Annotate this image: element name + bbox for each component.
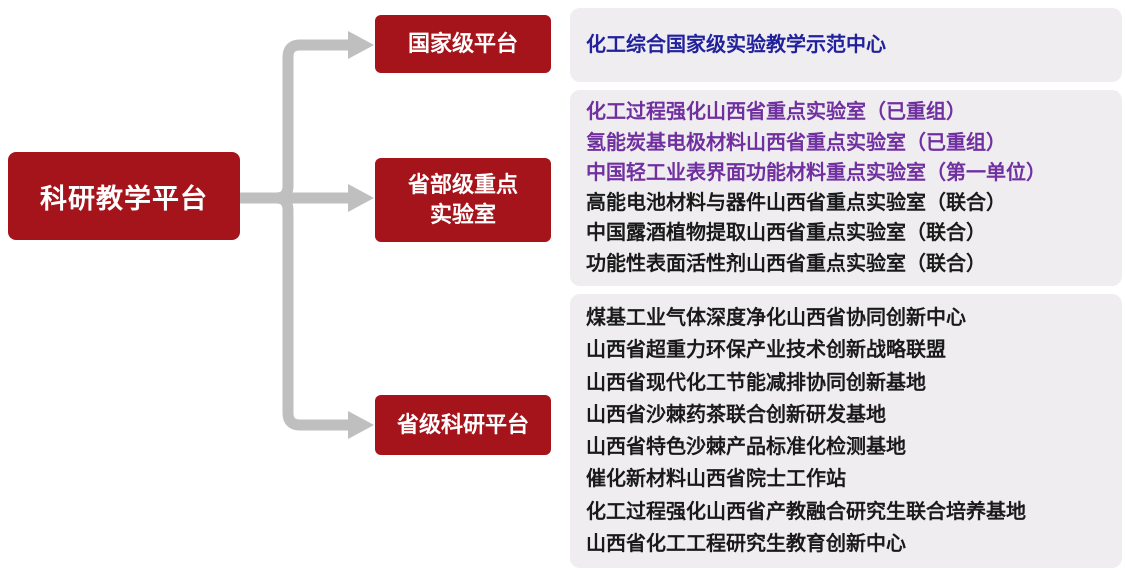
panel-item: 中国露酒植物提取山西省重点实验室（联合）	[586, 222, 986, 245]
arrowhead-bottom-icon	[348, 411, 374, 439]
panel-provincial-key-lab-items: 化工过程强化山西省重点实验室（已重组） 氢能炭基电极材料山西省重点实验室（已重组）…	[570, 90, 1122, 286]
panel-item: 化工过程强化山西省产教融合研究生联合培养基地	[586, 500, 1026, 523]
arrowhead-top-icon	[348, 31, 374, 59]
branch-label-provincial-research: 省级科研平台	[396, 412, 529, 438]
panel-item: 山西省沙棘药茶联合创新研发基地	[586, 403, 886, 426]
panel-item: 山西省特色沙棘产品标准化检测基地	[586, 436, 906, 459]
panel-item: 山西省现代化工节能减排协同创新基地	[586, 371, 926, 394]
branch-node-provincial-research: 省级科研平台	[375, 395, 551, 455]
panel-item: 氢能炭基电极材料山西省重点实验室（已重组）	[586, 131, 1006, 154]
panel-item: 催化新材料山西省院士工作站	[586, 468, 846, 491]
panel-provincial-research-items: 煤基工业气体深度净化山西省协同创新中心山西省超重力环保产业技术创新战略联盟山西省…	[570, 294, 1122, 568]
connector-top	[240, 39, 348, 204]
root-node: 科研教学平台	[8, 152, 240, 240]
arrowhead-middle-icon	[348, 184, 374, 212]
connector-bottom	[240, 192, 348, 431]
branch-node-provincial-key-labs: 省部级重点 实验室	[375, 158, 551, 242]
branch-label-national: 国家级平台	[407, 31, 518, 57]
panel-item: 中国轻工业表界面功能材料重点实验室（第一单位）	[586, 161, 1046, 184]
branch-label-provincial-key-labs: 省部级重点 实验室	[407, 172, 518, 227]
panel-item: 山西省化工工程研究生教育创新中心	[586, 532, 906, 555]
panel-national-items: 化工综合国家级实验教学示范中心	[570, 8, 1122, 82]
panel-item: 山西省超重力环保产业技术创新战略联盟	[586, 339, 946, 362]
connector-arrows	[240, 31, 374, 439]
panel-item: 化工过程强化山西省重点实验室（已重组）	[586, 101, 966, 124]
panel-item: 功能性表面活性剂山西省重点实验室（联合）	[586, 252, 986, 275]
branch-node-national: 国家级平台	[375, 15, 551, 73]
panel-item: 煤基工业气体深度净化山西省协同创新中心	[586, 307, 966, 330]
panel-item: 高能电池材料与器件山西省重点实验室（联合）	[586, 192, 1006, 215]
panel-item: 化工综合国家级实验教学示范中心	[586, 34, 886, 56]
root-label: 科研教学平台	[40, 183, 208, 214]
